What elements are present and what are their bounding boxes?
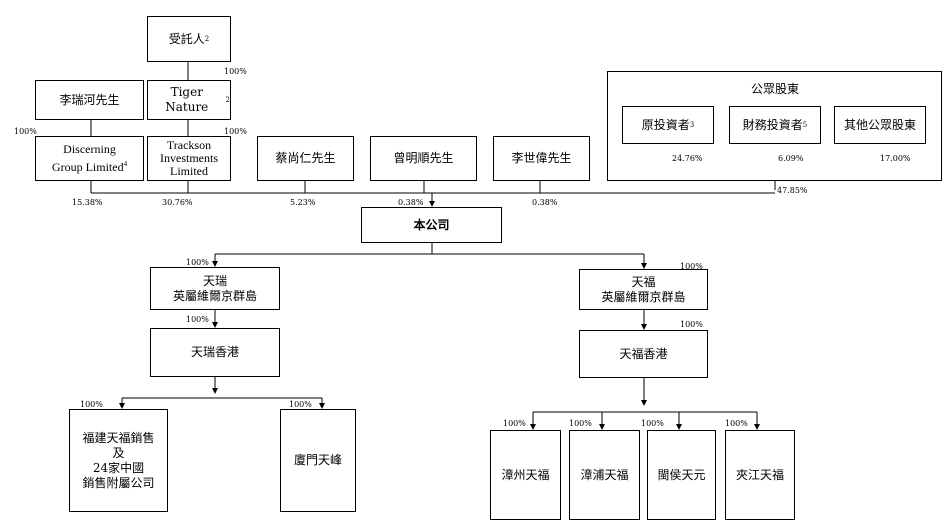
tianfu-hk-to-minhou-pct: 100% [641,419,664,428]
other-public-box: 其他公眾股東 [834,106,926,144]
fujian-line4: 銷售附屬公司 [82,475,155,490]
fujian-sales-box: 福建天福銷售 及 24家中國 銷售附屬公司 [69,409,168,512]
tianfu-hk-to-zhangzhou-pct: 100% [503,419,526,428]
trackson-line1: Trackson [166,138,212,152]
original-investors-footnote: 3 [689,120,695,129]
cai-label: 蔡尚仁先生 [275,151,336,165]
original-investors-pct: 24.76% [672,154,703,163]
trustee-to-tiger-pct: 100% [224,67,247,76]
zeng-label: 曾明順先生 [393,151,454,165]
zhangpu-box: 漳浦天福 [569,430,640,520]
tianrui-bvi-line1: 天瑞 [202,273,227,288]
tianfu-hk-label: 天福香港 [619,346,668,361]
tianrui-bvi-to-hk-pct: 100% [186,315,209,324]
tiger-to-trackson-pct: 100% [224,127,247,136]
company-to-tianfu-bvi-pct: 100% [680,262,703,271]
discerning-stake-pct: 15.38% [72,198,103,207]
zhangzhou-box: 漳州天福 [490,430,561,520]
other-public-pct: 17.00% [880,154,911,163]
tiger-nature-label: Tiger Nature [165,85,209,114]
tianfu-bvi-line2: 英屬維爾京群島 [601,289,686,304]
xiamen-label: 廈門天峰 [293,453,342,467]
fujian-line1: 福建天福銷售 [82,430,155,445]
tianfu-bvi-box: 天福 英屬維爾京群島 [579,269,708,310]
discerning-footnote: 4 [123,160,128,168]
li-shiwei-stake-pct: 0.38% [532,198,558,207]
tianrui-bvi-box: 天瑞 英屬維爾京群島 [150,267,280,310]
trustee-label: 受託人 [168,31,205,46]
jiajiang-label: 夾江天福 [735,467,784,482]
discerning-box: Discerning Group Limited4 [35,136,144,181]
tianfu-hk-to-jiajiang-pct: 100% [725,419,748,428]
zeng-box: 曾明順先生 [370,136,477,181]
discerning-line2: Group Limited [51,160,124,174]
financial-investors-footnote: 5 [802,120,808,129]
trackson-line2: Investments [160,151,218,165]
li-shiwei-box: 李世偉先生 [493,136,590,181]
zhangzhou-label: 漳州天福 [501,467,550,482]
li-ruihe-box: 李瑞河先生 [35,80,144,120]
li-shiwei-label: 李世偉先生 [511,151,572,165]
trustee-footnote: 2 [204,34,210,43]
tianfu-hk-to-zhangpu-pct: 100% [569,419,592,428]
tianfu-hk-box: 天福香港 [579,330,708,378]
trackson-line3: Limited [170,164,208,178]
company-box: 本公司 [361,207,502,243]
cai-box: 蔡尚仁先生 [257,136,354,181]
tianrui-hk-box: 天瑞香港 [150,328,280,377]
minhou-label: 閩侯天元 [657,467,706,482]
discerning-line1: Discerning [63,142,116,156]
tianrui-hk-label: 天瑞香港 [190,345,239,359]
li-to-discerning-pct: 100% [14,127,37,136]
tianrui-hk-to-fujian-pct: 100% [80,400,103,409]
tianfu-bvi-line1: 天福 [631,274,656,289]
tianfu-bvi-to-hk-pct: 100% [680,320,703,329]
other-public-label: 其他公眾股東 [843,117,916,132]
jiajiang-box: 夾江天福 [725,430,795,520]
fujian-line3: 24家中國 [92,460,145,475]
tiger-nature-footnote: 2 [225,95,230,104]
financial-investors-label: 財務投資者 [742,117,803,132]
minhou-box: 閩侯天元 [647,430,716,520]
trackson-box: Trackson Investments Limited [147,136,231,181]
trackson-stake-pct: 30.76% [162,198,193,207]
cai-stake-pct: 5.23% [290,198,316,207]
tianrui-bvi-line2: 英屬維爾京群島 [172,288,257,303]
public-stake-pct: 47.85% [777,186,808,195]
company-to-tianrui-bvi-pct: 100% [186,258,209,267]
li-ruihe-label: 李瑞河先生 [59,92,120,107]
fujian-line2: 及 [112,445,125,460]
zhangpu-label: 漳浦天福 [580,467,629,482]
tiger-nature-box: Tiger Nature 2 [147,80,231,120]
public-shareholders-title: 公眾股東 [750,82,799,96]
financial-investors-pct: 6.09% [778,154,804,163]
xiamen-box: 廈門天峰 [280,409,356,512]
company-label: 本公司 [413,217,450,232]
tianrui-hk-to-xiamen-pct: 100% [289,400,312,409]
zeng-stake-pct: 0.38% [398,198,424,207]
original-investors-label: 原投資者 [641,117,690,132]
